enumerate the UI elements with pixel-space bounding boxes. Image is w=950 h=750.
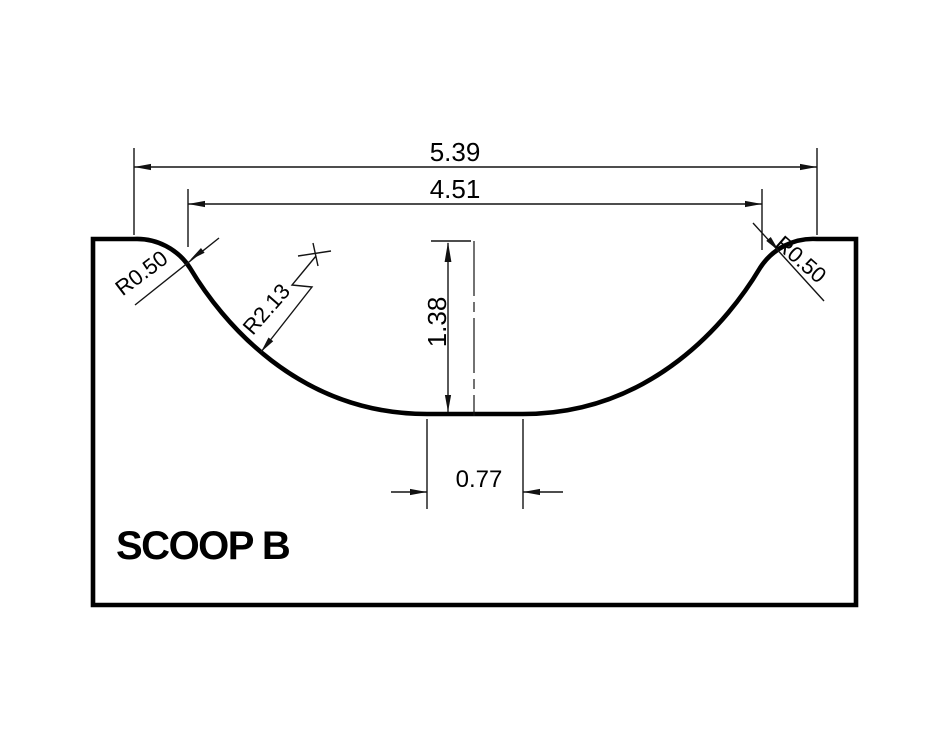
arrowhead [190, 247, 205, 260]
left-fillet-radius-value: R0.50 [111, 245, 173, 300]
center-mark-vertical [312, 242, 319, 267]
arrowhead [766, 236, 779, 251]
dim-overall-width-value: 5.39 [430, 137, 481, 167]
dim-inner-width: 4.51 [187, 174, 763, 250]
dim-scoop-radius: R2.13 [238, 242, 332, 353]
leader-line [134, 237, 220, 306]
arrowhead-left [134, 163, 151, 171]
arrowhead-right [523, 488, 540, 496]
arrowhead-right [800, 163, 817, 171]
center-mark-horizontal [297, 250, 332, 257]
part-profile-outline [90, 236, 859, 608]
dim-bottom-flat: 0.77 [391, 419, 563, 509]
arrowhead [261, 337, 274, 352]
jogged-leader-line [260, 255, 317, 353]
dim-bottom-flat-value: 0.77 [456, 466, 503, 493]
scoop-radius-value: R2.13 [238, 279, 295, 340]
dim-depth: 1.38 [422, 240, 475, 416]
part-title: SCOOP B [116, 524, 290, 568]
dim-depth-value: 1.38 [422, 297, 452, 348]
arrowhead-left [410, 488, 427, 496]
dim-left-fillet-radius: R0.50 [111, 237, 220, 306]
dim-inner-width-value: 4.51 [430, 174, 481, 204]
leader-line [752, 222, 825, 302]
arrowhead-top [444, 242, 452, 262]
dim-overall-width: 5.39 [133, 137, 818, 235]
arrowhead-left [188, 200, 205, 208]
arrowhead-bottom [444, 395, 452, 412]
arrowhead-right [745, 200, 762, 208]
